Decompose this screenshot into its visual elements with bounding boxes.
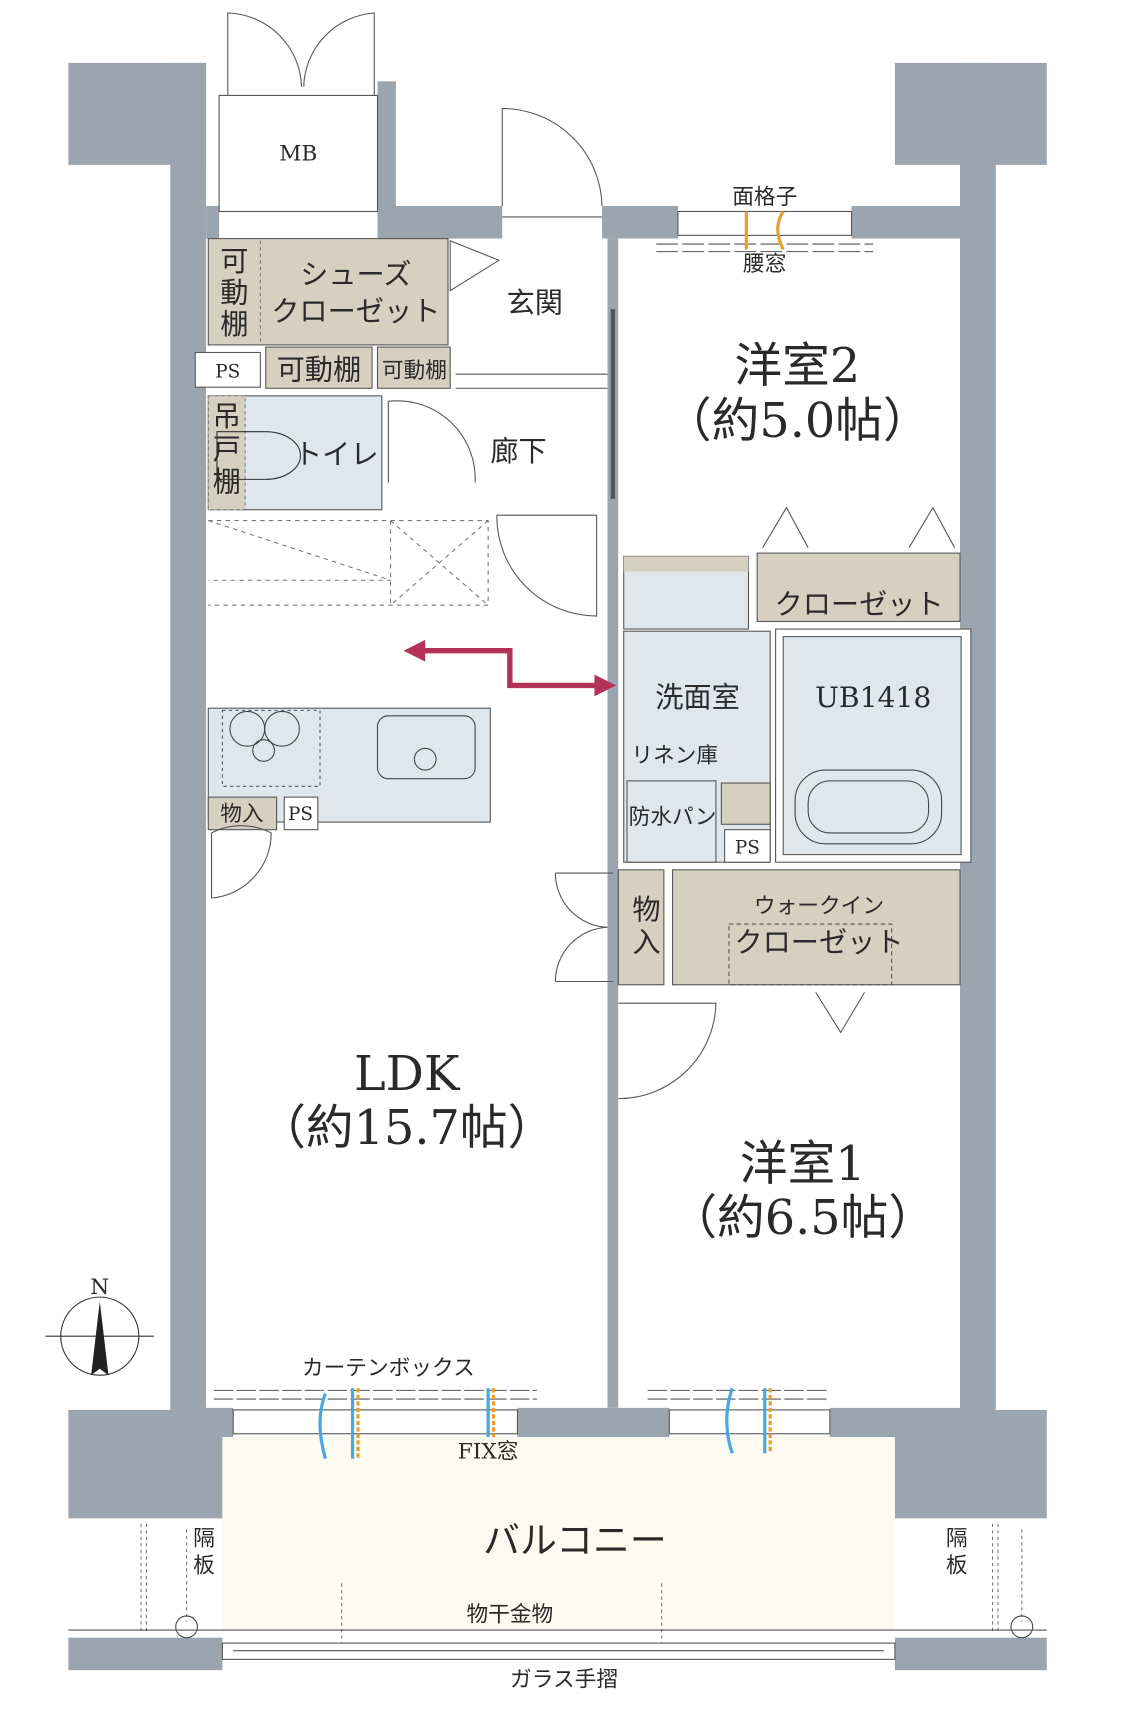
waist-window-label: 腰窓 (743, 252, 786, 277)
ldk-size: （約15.7帖） (258, 1101, 555, 1156)
lattice-label: 面格子 (732, 185, 797, 210)
wic-door (815, 992, 866, 1034)
storage-doors (554, 872, 613, 983)
waterproof-pan-label: 防水パン (629, 805, 717, 830)
partition-right-2: 板 (946, 1554, 968, 1579)
waterproof-pan (626, 780, 717, 863)
meter-box (218, 94, 379, 213)
shoe-closet-label-2: クローゼット (271, 295, 440, 328)
wic-label-2: クローゼット (734, 926, 903, 959)
drain-left-icon (175, 1615, 198, 1639)
ps-label-1: PS (215, 361, 240, 382)
movable-shelf-1 (265, 346, 373, 389)
room1-size: （約6.5帖） (669, 1191, 936, 1246)
movable-shelf-v2: 動 (220, 277, 248, 310)
ps-box-3 (724, 829, 771, 863)
closet (756, 552, 961, 622)
shoe-closet (207, 238, 449, 346)
ps-box-2 (283, 796, 319, 831)
closet-doors (762, 506, 956, 548)
ps-label-2: PS (288, 804, 313, 825)
curtain-box-label: カーテンボックス (302, 1356, 475, 1381)
storage-v1: 物 (632, 894, 660, 927)
bathtub-icon (794, 769, 943, 845)
storage-door (210, 825, 272, 899)
toilet-label: トイレ (294, 438, 379, 471)
ldk-name: LDK (354, 1047, 461, 1102)
drying-hardware-label: 物干金物 (466, 1602, 553, 1627)
north-label: N (90, 1275, 109, 1300)
room1-name: 洋室1 (740, 1137, 866, 1192)
storage-v2: 入 (632, 926, 660, 959)
waist-window (677, 210, 853, 236)
dashed-storage (208, 520, 489, 606)
room1-window (668, 1409, 831, 1435)
kitchen-storage-label: 物入 (220, 802, 263, 827)
ldk-door (496, 514, 598, 617)
shoe-closet-door (449, 239, 501, 292)
movable-shelf-v3: 棚 (220, 308, 248, 341)
hanging-shelf (207, 395, 246, 511)
washroom-label: 洗面室 (655, 681, 740, 714)
fix-window-label: FIX窓 (458, 1440, 519, 1465)
fix-window (232, 1409, 518, 1435)
drain-right-icon (1010, 1615, 1034, 1639)
sink-icon (376, 715, 476, 780)
hallway-label: 廊下 (490, 435, 546, 468)
partition-left-1: 隔 (193, 1526, 215, 1551)
room1-door (618, 1002, 717, 1100)
closet-label: クローゼット (775, 588, 944, 621)
room2-size: （約5.0帖） (664, 394, 931, 449)
room2-name: 洋室2 (734, 339, 860, 394)
entrance-label: 玄関 (507, 286, 563, 319)
shoe-closet-label-1: シューズ (300, 258, 411, 291)
glass-railing-label: ガラス手摺 (510, 1667, 618, 1692)
linen-label: リネン庫 (631, 743, 718, 768)
linen-closet (720, 782, 771, 825)
toilet-bowl-icon (216, 431, 301, 480)
circulation-arrow (423, 648, 599, 689)
kitchen-storage (207, 796, 278, 831)
entrance-door (501, 107, 603, 218)
partition-left-2: 板 (193, 1554, 215, 1579)
partition-right-1: 隔 (946, 1526, 968, 1551)
curtain-box (213, 1389, 830, 1400)
arrow-head-left (403, 639, 426, 662)
balcony-label: バルコニー (483, 1519, 667, 1562)
walk-in-closet (672, 869, 961, 986)
ps-label-3: PS (735, 838, 760, 859)
mb-doors (227, 12, 375, 96)
movable-shelf-label-2: 可動棚 (382, 358, 447, 383)
mb-label: MB (279, 142, 317, 167)
north-compass-icon: N (45, 1275, 155, 1376)
movable-shelf-label-1: 可動棚 (277, 354, 362, 387)
movable-shelf-v1: 可 (220, 245, 248, 278)
arrow-head-right (594, 674, 617, 697)
bath-label: UB1418 (815, 681, 931, 714)
walls (68, 62, 1047, 1671)
movable-shelf-2 (376, 346, 451, 389)
balcony-area (222, 1437, 895, 1631)
toilet-door (387, 400, 476, 483)
hanging-shelf-v1: 吊 (213, 400, 241, 433)
ps-box-1 (194, 351, 261, 388)
wic-label-1: ウォークイン (754, 894, 884, 919)
storage-closet (617, 869, 665, 986)
